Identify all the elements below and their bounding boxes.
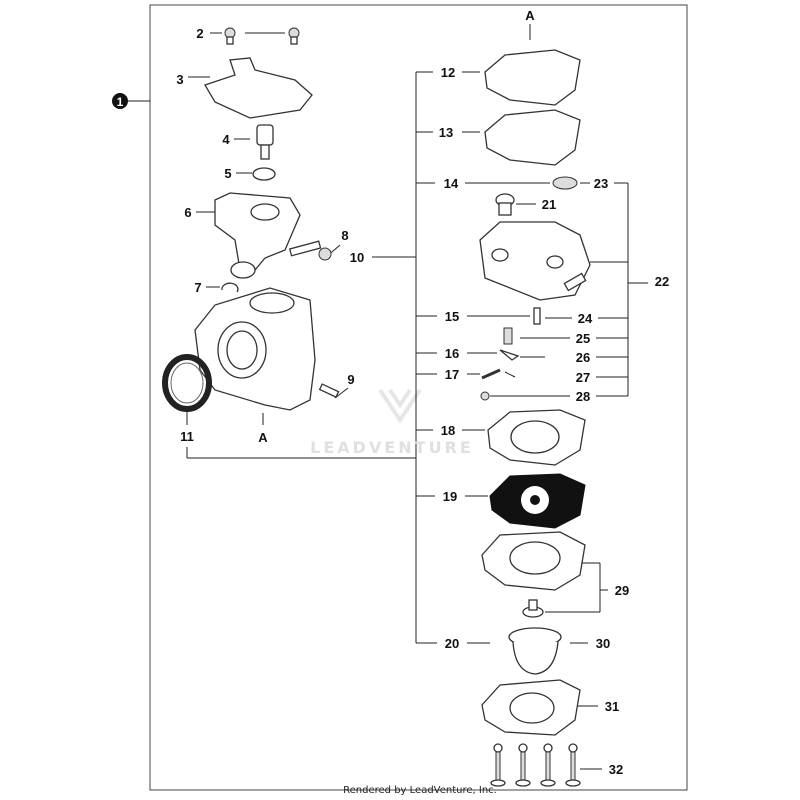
label-32[interactable]: 32 (609, 762, 623, 777)
leader-lines (186, 24, 648, 770)
watermark-logo-icon (378, 388, 422, 424)
gasket-13 (484, 109, 581, 166)
screw-2a-icon (224, 27, 236, 45)
label-15[interactable]: 15 (445, 309, 459, 324)
label-7[interactable]: 7 (194, 280, 201, 295)
screen-23 (552, 176, 578, 190)
label-12[interactable]: 12 (441, 65, 455, 80)
watermark: LEADVENTURE (310, 438, 474, 457)
label-5[interactable]: 5 (224, 166, 231, 181)
shaft-4 (256, 124, 274, 160)
screw-2b-icon (288, 27, 300, 45)
label-24[interactable]: 24 (578, 311, 593, 326)
label-2[interactable]: 2 (196, 26, 203, 41)
label-27[interactable]: 27 (576, 370, 590, 385)
screws-32 (490, 743, 581, 787)
label-9[interactable]: 9 (347, 372, 354, 387)
label-10[interactable]: 10 (350, 250, 364, 265)
part-drawings (162, 27, 591, 787)
label-8[interactable]: 8 (341, 228, 348, 243)
label-21[interactable]: 21 (542, 197, 556, 212)
label-3[interactable]: 3 (176, 72, 183, 87)
screw-9 (318, 383, 340, 398)
screw-8 (288, 240, 332, 261)
label-11[interactable]: 11 (180, 429, 194, 444)
label-31[interactable]: 31 (605, 699, 619, 714)
seal-ring-11 (162, 354, 212, 412)
label-19[interactable]: 19 (443, 489, 457, 504)
label-30[interactable]: 30 (596, 636, 610, 651)
gasket-12 (484, 49, 581, 106)
section-marker-bottom: A (258, 430, 268, 445)
label-25[interactable]: 25 (576, 331, 590, 346)
pump-body (479, 221, 591, 301)
section-marker-top: A (525, 8, 535, 23)
lever-26 (499, 349, 520, 361)
needle-15 (533, 307, 541, 325)
lever-3 (204, 57, 313, 119)
footer-credit: Rendered by LeadVenture, Inc. (343, 785, 497, 796)
valve-29b (522, 599, 544, 618)
spring-25 (503, 327, 513, 345)
label-14[interactable]: 14 (444, 176, 459, 191)
label-26[interactable]: 26 (576, 350, 590, 365)
label-17[interactable]: 17 (445, 367, 459, 382)
label-4[interactable]: 4 (222, 132, 230, 147)
label-23[interactable]: 23 (594, 176, 608, 191)
label-20[interactable]: 20 (445, 636, 459, 651)
label-16[interactable]: 16 (445, 346, 459, 361)
o-ring-5 (252, 167, 276, 181)
screw-28 (480, 391, 490, 401)
label-22[interactable]: 22 (655, 274, 669, 289)
clip-7 (221, 282, 239, 293)
svg-text:1: 1 (117, 95, 124, 109)
label-18[interactable]: 18 (441, 423, 455, 438)
primer-bulb-30 (508, 627, 562, 675)
valve-21 (495, 193, 515, 216)
label-28[interactable]: 28 (576, 389, 590, 404)
callout-1[interactable]: 1 (112, 93, 128, 109)
part-labels: 2 3 4 5 6 7 8 9 10 11 12 13 14 15 16 17 … (176, 26, 669, 777)
label-13[interactable]: 13 (439, 125, 453, 140)
diagram-frame (149, 4, 688, 791)
pin-27 (481, 368, 501, 380)
label-29[interactable]: 29 (615, 583, 629, 598)
label-6[interactable]: 6 (184, 205, 191, 220)
